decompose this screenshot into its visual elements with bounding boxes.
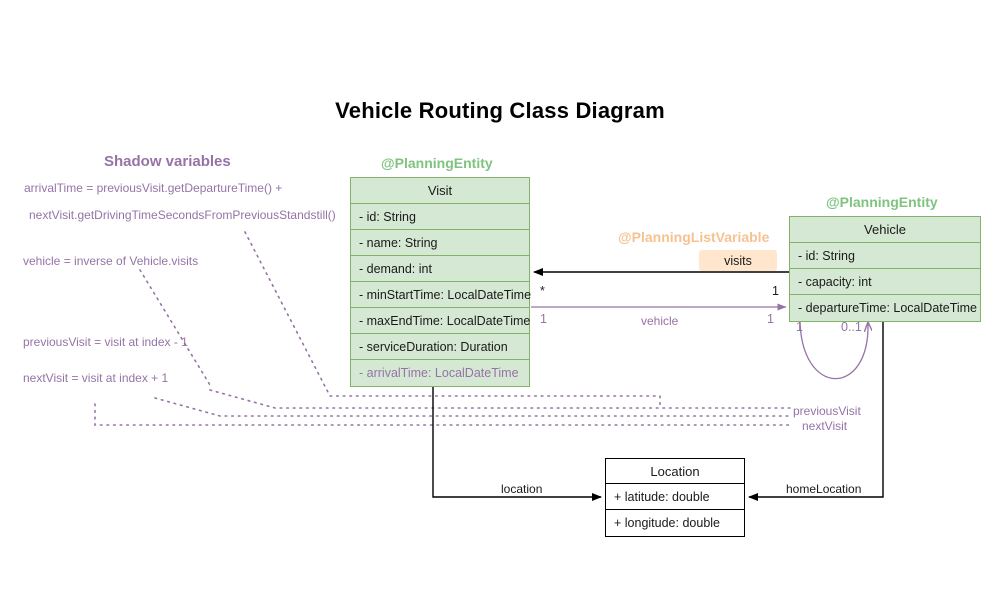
vehicle-relation-target-multiplicity: 1 xyxy=(767,312,774,326)
vehicle-class-name: Vehicle xyxy=(790,217,980,243)
previous-visit-relation-label: previousVisit xyxy=(793,404,861,418)
visit-attribute-name: - name: String xyxy=(351,230,529,256)
visits-target-multiplicity: * xyxy=(540,284,545,298)
class-box-location[interactable]: Location + latitude: double + longitude:… xyxy=(605,458,745,537)
next-visit-relation-label: nextVisit xyxy=(802,419,848,433)
shadow-note-arrival-time-line1: arrivalTime = previousVisit.getDeparture… xyxy=(24,181,283,195)
location-class-name: Location xyxy=(606,459,744,484)
relation-location-connector xyxy=(432,384,602,501)
visit-class-name: Visit xyxy=(351,178,529,204)
class-box-visit[interactable]: Visit - id: String - name: String - dema… xyxy=(350,177,531,387)
shadow-note-vehicle-inverse: vehicle = inverse of Vehicle.visits xyxy=(23,254,199,268)
shadow-note-previous-visit: previousVisit = visit at index - 1 xyxy=(23,335,188,349)
vehicle-attribute-id: - id: String xyxy=(790,243,980,269)
visit-attribute-service-duration: - serviceDuration: Duration xyxy=(351,334,529,360)
vehicle-attribute-capacity: - capacity: int xyxy=(790,269,980,295)
vehicle-stereotype: @PlanningEntity xyxy=(826,194,938,210)
shadow-note-arrival-time-line2: nextVisit.getDrivingTimeSecondsFromPrevi… xyxy=(29,208,336,222)
location-attribute-longitude: + longitude: double xyxy=(606,510,744,536)
page-title: Vehicle Routing Class Diagram xyxy=(335,98,665,123)
vehicle-attribute-departure-time: - departureTime: LocalDateTime xyxy=(790,295,980,321)
visits-source-multiplicity: 1 xyxy=(772,284,779,298)
visit-stereotype: @PlanningEntity xyxy=(381,155,493,171)
shadow-variables-heading: Shadow variables xyxy=(104,153,231,170)
visit-attribute-min-start-time: - minStartTime: LocalDateTime xyxy=(351,282,531,308)
relation-visits-connector xyxy=(533,268,791,305)
visit-attribute-arrival-time: - arrivalTime: LocalDateTime xyxy=(351,360,529,386)
planning-list-variable-stereotype: @PlanningListVariable xyxy=(618,229,770,245)
vehicle-relation-source-multiplicity: 1 xyxy=(540,312,547,326)
visit-attribute-id: - id: String xyxy=(351,204,529,230)
location-attribute-latitude: + latitude: double xyxy=(606,484,744,510)
visit-attribute-demand: - demand: int xyxy=(351,256,529,282)
self-loop-left-multiplicity: 1 xyxy=(796,320,803,334)
home-location-relation-label: homeLocation xyxy=(786,482,862,496)
shadow-note-next-visit: nextVisit = visit at index + 1 xyxy=(23,371,169,385)
class-box-vehicle[interactable]: Vehicle - id: String - capacity: int - d… xyxy=(789,216,981,322)
vehicle-relation-label: vehicle xyxy=(641,314,679,328)
visits-badge[interactable]: visits xyxy=(699,250,777,271)
visit-attribute-max-end-time: - maxEndTime: LocalDateTime xyxy=(351,308,530,334)
location-relation-label: location xyxy=(501,482,543,496)
self-loop-right-multiplicity: 0..1 xyxy=(841,320,862,334)
